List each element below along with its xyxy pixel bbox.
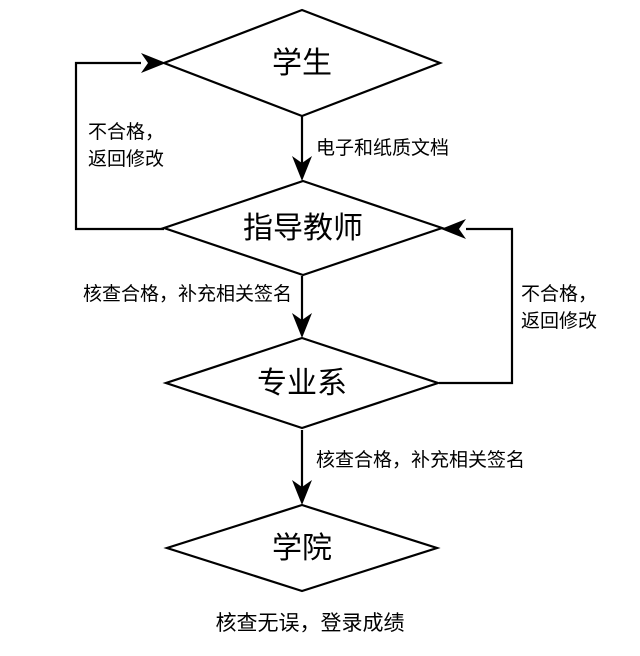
edge-department-to-supervisor-reject-line	[439, 227, 514, 385]
edge-label-documents: 电子和纸质文档	[316, 137, 449, 159]
arrowhead-right-supervisor-student	[141, 53, 166, 73]
edge-supervisor-to-department: 核查合格，补充相关签名	[83, 276, 312, 338]
node-college-diamond	[163, 503, 441, 593]
edge-label-reject-left-line2: 返回修改	[88, 148, 164, 170]
edge-label-reject-right-line2: 返回修改	[521, 310, 597, 332]
edge-student-to-supervisor: 电子和纸质文档	[292, 116, 449, 181]
edge-label-verified-signatures-upper: 核查合格，补充相关签名	[83, 283, 292, 305]
edge-label-reject-left-line1: 不合格，	[88, 121, 164, 143]
node-student[interactable]: 学生	[160, 8, 444, 118]
arrowhead-down-department-college	[292, 480, 312, 505]
node-department-diamond	[162, 336, 442, 430]
edge-department-to-supervisor-reject: 不合格， 返回修改	[439, 219, 597, 385]
node-student-label: 学生	[272, 46, 332, 81]
node-supervisor-label: 指导教师	[243, 211, 363, 246]
edge-department-to-college: 核查合格，补充相关签名	[292, 430, 525, 505]
node-department-label: 专业系	[257, 366, 347, 401]
arrowhead-down-supervisor-department	[292, 313, 312, 338]
arrowhead-down-student-supervisor	[292, 156, 312, 181]
arrowhead-left-department-supervisor	[441, 219, 466, 239]
node-department[interactable]: 专业系	[162, 336, 442, 430]
edge-supervisor-to-student-reject: 不合格， 返回修改	[74, 53, 166, 231]
node-supervisor-diamond	[160, 179, 446, 277]
edge-label-reject-right-line1: 不合格，	[521, 283, 597, 305]
terminal-note-label: 核查无误，登录成绩	[216, 611, 405, 635]
edge-supervisor-to-student-reject-line	[74, 61, 164, 231]
edge-label-verified-signatures-lower: 核查合格，补充相关签名	[316, 449, 525, 471]
node-college[interactable]: 学院	[163, 503, 441, 593]
node-supervisor[interactable]: 指导教师	[160, 179, 446, 277]
node-college-label: 学院	[272, 531, 332, 566]
